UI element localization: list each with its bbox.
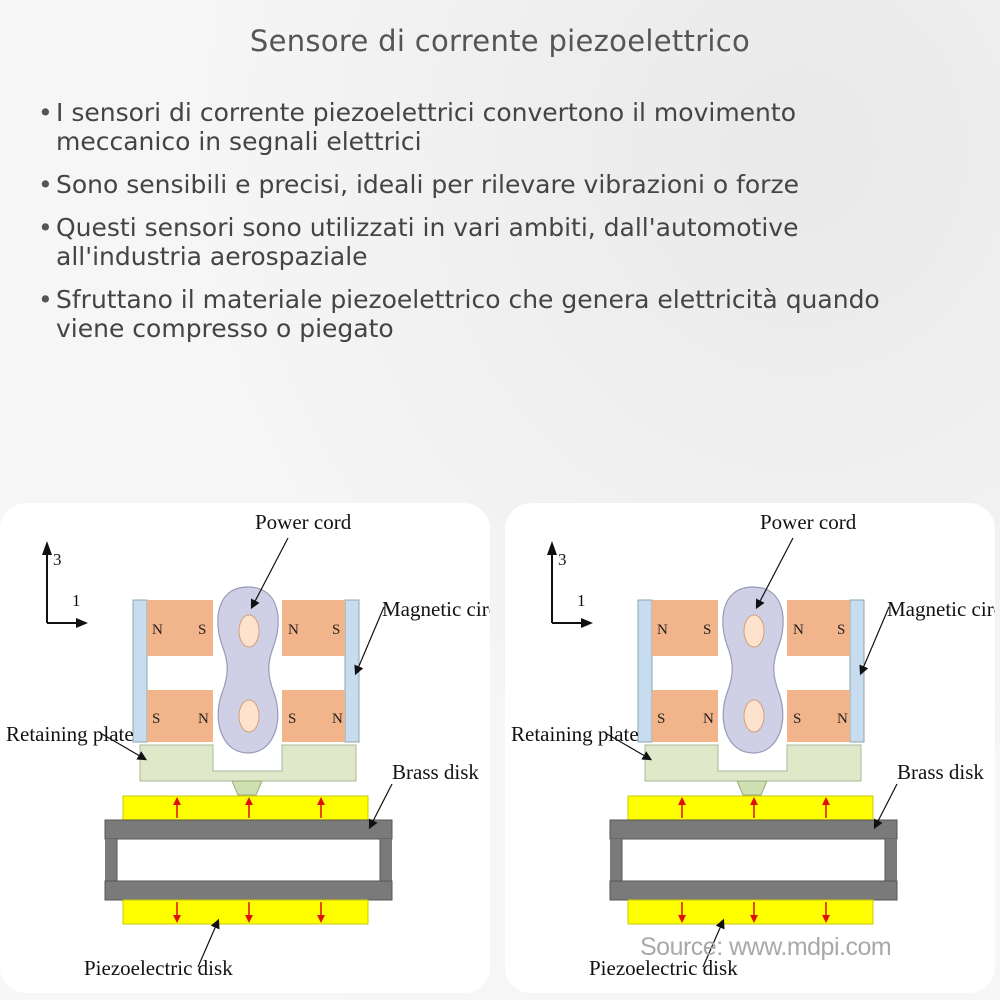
axis-indicator: 3 1 [547,541,593,628]
pole-label: S [793,711,801,727]
label-power-cord: Power cord [760,510,857,534]
label-power-cord: Power cord [255,510,352,534]
piezo-disk-top [122,795,369,821]
pole-label: N [198,711,209,727]
pole-label: S [198,622,206,638]
polarization-arrows [173,797,325,923]
pole-label: N [793,622,804,638]
brass-disk-cavity [116,838,381,882]
axis-indicator: 3 1 [42,541,88,628]
label-magnetic-circuit: Magnetic circuit [887,597,995,621]
axis-label-horizontal: 1 [72,591,81,610]
magnet-bottom-right [282,690,345,742]
polarization-arrows [678,797,830,923]
brass-disk-top [104,819,393,840]
pole-label: N [657,622,668,638]
axis-label-vertical: 3 [558,550,567,569]
source-watermark: Source: www.mdpi.com [640,933,892,961]
bullet-item: I sensori di corrente piezoelettrici con… [38,98,938,156]
brass-disk-wall-right [885,839,897,881]
power-cord [217,586,279,754]
piezo-disk-bottom [627,899,874,925]
bullet-item: Sono sensibili e precisi, ideali per ril… [38,170,938,199]
pole-label: N [152,622,163,638]
brass-disk-top [609,819,898,840]
magnet-top-left [652,600,718,656]
brass-disk-wall-right [380,839,392,881]
pole-label: S [332,622,340,638]
label-retaining-plate: Retaining plate [511,722,639,746]
power-cord [722,586,784,754]
pole-label: N [837,711,848,727]
retaining-plate [644,744,862,782]
plate-connector [231,780,263,796]
axis-label-vertical: 3 [53,550,62,569]
magnet-top-right [787,600,850,656]
label-piezoelectric-disk: Piezoelectric disk [589,956,738,980]
pole-label: S [837,622,845,638]
label-brass-disk: Brass disk [392,760,479,784]
pole-label: S [152,711,160,727]
pole-label: N [288,622,299,638]
bullet-item: Sfruttano il materiale piezoelettrico ch… [38,285,938,343]
label-retaining-plate: Retaining plate [6,722,134,746]
label-magnetic-circuit: Magnetic circuit [382,597,490,621]
diagram-panel-right: 3 1 N S N S S N S N [505,503,995,993]
retaining-plate [139,744,357,782]
bullet-list: I sensori di corrente piezoelettrici con… [38,98,938,357]
sensor-diagram: 3 1 N S N S S N S N [511,510,995,980]
pole-label: N [703,711,714,727]
brass-disk-wall-left [610,839,622,881]
piezo-disk-bottom [122,899,369,925]
magnet-bottom-right [787,690,850,742]
pole-label: S [703,622,711,638]
brass-disk-wall-left [105,839,117,881]
magnetic-circuit-left-bar [132,599,148,743]
diagram-panel-left: 3 1 N S N S S N S N [0,503,490,993]
axis-label-horizontal: 1 [577,591,586,610]
magnet-top-left [147,600,213,656]
piezo-disk-top [627,795,874,821]
plate-connector [736,780,768,796]
label-piezoelectric-disk: Piezoelectric disk [84,956,233,980]
magnet-top-right [282,600,345,656]
pole-label: S [657,711,665,727]
page-title: Sensore di corrente piezoelettrico [249,24,751,58]
pole-label: S [288,711,296,727]
magnetic-circuit-left-bar [637,599,653,743]
magnet-bottom-left [652,690,718,742]
bullet-item: Questi sensori sono utilizzati in vari a… [38,213,938,271]
sensor-diagram: 3 1 N S N S S N S N [6,510,490,980]
brass-disk-bottom [609,880,898,901]
brass-disk-bottom [104,880,393,901]
brass-disk-cavity [621,838,886,882]
label-brass-disk: Brass disk [897,760,984,784]
pole-label: N [332,711,343,727]
magnet-bottom-left [147,690,213,742]
